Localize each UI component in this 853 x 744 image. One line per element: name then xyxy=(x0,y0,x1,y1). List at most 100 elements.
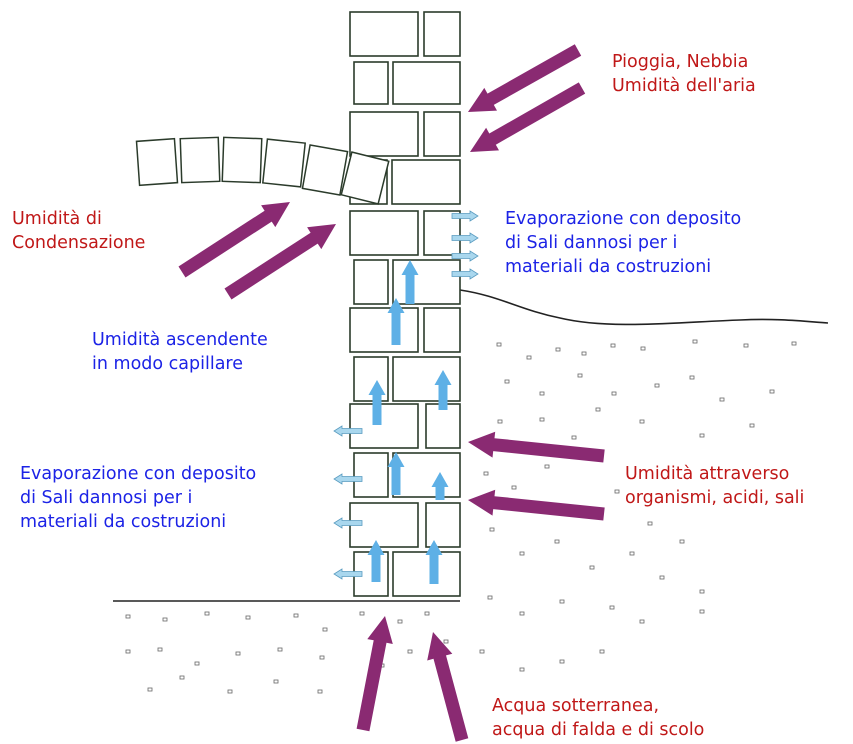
soil-speck xyxy=(526,355,532,360)
soil-speck xyxy=(443,639,449,644)
soil-speck xyxy=(162,617,168,622)
organisms-arrow-icon xyxy=(468,489,605,521)
soil-speck xyxy=(689,375,695,380)
capillary-arrow-icon xyxy=(434,370,452,410)
wall-brick xyxy=(349,210,419,256)
wall-brick xyxy=(423,11,461,57)
capillary-arrow-icon xyxy=(387,452,405,495)
wall-brick xyxy=(392,61,461,105)
arch-brick xyxy=(135,137,179,187)
soil-speck xyxy=(539,417,545,422)
evaporation-arrow-icon xyxy=(333,473,363,485)
organisms-acids-salts-label: Umidità attraverso organismi, acidi, sal… xyxy=(625,464,805,508)
soil-speck xyxy=(544,464,550,469)
condensation-label: Umidità di Condensazione xyxy=(12,209,146,253)
organisms-arrow-icon xyxy=(468,431,605,463)
wall-brick xyxy=(392,551,461,597)
soil-speck xyxy=(654,383,660,388)
condensation-arrow-icon xyxy=(224,224,336,300)
soil-speck xyxy=(125,649,131,654)
soil-speck xyxy=(245,615,251,620)
arch-brick xyxy=(340,151,390,205)
wall-brick xyxy=(423,111,461,157)
wall-brick xyxy=(425,403,461,449)
soil-speck xyxy=(147,687,153,692)
soil-speck xyxy=(559,599,565,604)
soil-speck xyxy=(629,551,635,556)
capillary-arrow-icon xyxy=(425,540,443,584)
soil-speck xyxy=(743,343,749,348)
soil-speck xyxy=(640,346,646,351)
soil-speck xyxy=(699,433,705,438)
soil-speck xyxy=(293,613,299,618)
soil-speck xyxy=(511,485,517,490)
soil-speck xyxy=(559,659,565,664)
evaporation-arrow-icon xyxy=(451,232,479,244)
soil-speck xyxy=(555,347,561,352)
evaporation-arrow-icon xyxy=(333,517,363,529)
soil-speck xyxy=(554,539,560,544)
capillary-arrow-icon xyxy=(387,298,405,345)
soil-speck xyxy=(647,521,653,526)
capillary-arrow-icon xyxy=(401,260,419,304)
soil-speck xyxy=(595,407,601,412)
soil-speck xyxy=(359,611,365,616)
capillary-arrow-icon xyxy=(367,540,385,582)
wall-brick xyxy=(353,61,389,105)
soil-speck xyxy=(791,341,797,346)
soil-speck xyxy=(679,539,685,544)
arch-brick xyxy=(301,144,349,196)
soil-speck xyxy=(609,605,615,610)
wall-brick xyxy=(423,307,461,353)
arch-brick xyxy=(179,136,221,184)
soil-speck xyxy=(749,423,755,428)
soil-speck xyxy=(235,651,241,656)
soil-speck xyxy=(317,689,323,694)
wall-brick xyxy=(392,356,461,402)
rain-fog-label: Pioggia, Nebbia Umidità dell'aria xyxy=(612,52,756,96)
arch-brick xyxy=(221,136,263,184)
capillary-arrow-icon xyxy=(431,472,449,500)
soil-speck xyxy=(699,589,705,594)
evaporation-arrow-icon xyxy=(333,425,363,437)
soil-speck xyxy=(483,471,489,476)
soil-speck xyxy=(589,565,595,570)
soil-speck xyxy=(204,611,210,616)
evaporation-arrow-icon xyxy=(451,250,479,262)
soil-speck xyxy=(125,614,131,619)
wall-brick xyxy=(349,11,419,57)
soil-speck xyxy=(599,649,605,654)
exterior-ground-line xyxy=(459,289,829,326)
wall-brick xyxy=(349,403,419,449)
soil-speck xyxy=(577,373,583,378)
evaporation-upper-label: Evaporazione con deposito di Sali dannos… xyxy=(505,209,742,277)
condensation-arrow-icon xyxy=(178,202,290,278)
groundwater-label: Acqua sotterranea, acqua di falda e di s… xyxy=(492,696,705,740)
evaporation-arrow-icon xyxy=(333,568,363,580)
soil-speck xyxy=(769,389,775,394)
rain-arrow-icon xyxy=(468,44,582,112)
soil-speck xyxy=(489,527,495,532)
evaporation-lower-label: Evaporazione con deposito di Sali dannos… xyxy=(20,464,257,532)
soil-speck xyxy=(407,649,413,654)
soil-speck xyxy=(273,679,279,684)
wall-brick xyxy=(353,452,389,498)
soil-speck xyxy=(659,575,665,580)
soil-speck xyxy=(610,343,616,348)
soil-speck xyxy=(519,551,525,556)
soil-speck xyxy=(179,675,185,680)
soil-speck xyxy=(277,647,283,652)
soil-speck xyxy=(322,627,328,632)
groundwater-arrow-icon xyxy=(427,632,469,742)
soil-speck xyxy=(319,655,325,660)
soil-speck xyxy=(614,489,620,494)
soil-speck xyxy=(639,419,645,424)
evaporation-arrow-icon xyxy=(451,210,479,222)
soil-speck xyxy=(539,391,545,396)
soil-speck xyxy=(496,342,502,347)
wall-brick xyxy=(349,307,419,353)
soil-speck xyxy=(504,379,510,384)
soil-speck xyxy=(581,351,587,356)
soil-speck xyxy=(571,435,577,440)
